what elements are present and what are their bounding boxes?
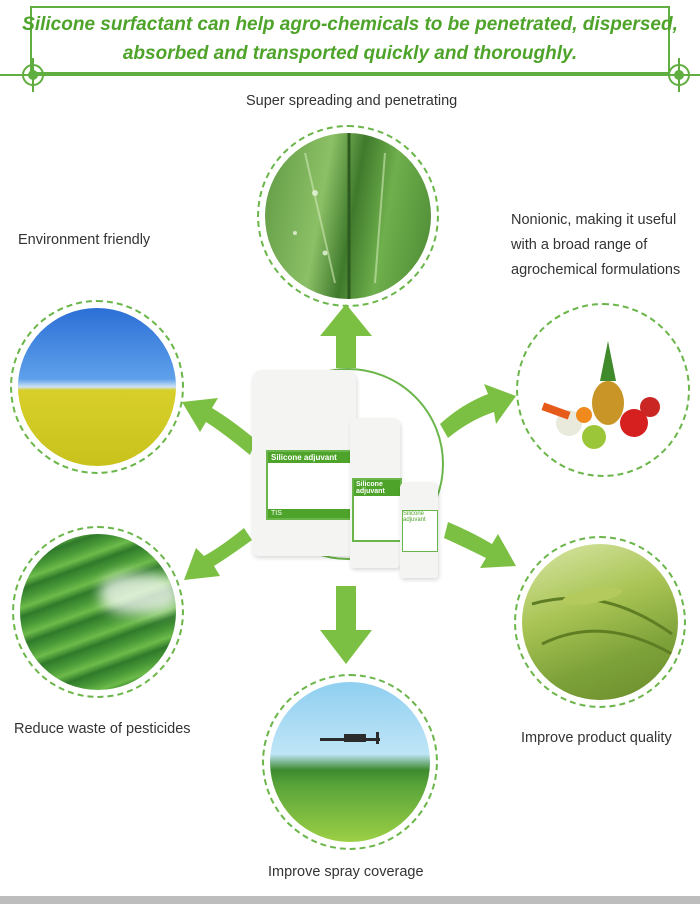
header-line-1: Silicone surfactant can help agro-chemic…: [22, 14, 678, 35]
arrow-up-icon: [320, 304, 372, 368]
leaves-image: [265, 133, 431, 299]
header-line-2: absorbed and transported quickly and tho…: [122, 43, 578, 64]
large-jerrycan-label: Silicone adjuvant TIS: [266, 450, 352, 520]
spray-plane-image: [270, 682, 430, 842]
small-bottle-label: Silicone adjuvant: [402, 510, 438, 552]
feature-label-quality: Improve product quality: [521, 730, 672, 746]
header-divider: [0, 74, 700, 76]
fruits-icon: [541, 341, 660, 449]
airplane-frame: [262, 674, 438, 850]
fruits-image: [524, 311, 682, 469]
bottom-bar: [0, 896, 700, 904]
arrow-right-down-icon: [444, 522, 516, 568]
rapeseed-field-image: [18, 308, 176, 466]
feature-label-nonionic: Nonionic, making it useful with a broad …: [511, 212, 681, 278]
crosshair-icon: [16, 58, 50, 92]
leaf-veins-icon: [293, 133, 386, 299]
arrow-down-icon: [320, 586, 372, 664]
large-jerrycan: Silicone adjuvant TIS: [252, 370, 356, 556]
feature-label-reduce-waste: Reduce waste of pesticides: [14, 721, 191, 737]
tea-field-image: [20, 534, 176, 690]
fruits-frame: [516, 303, 690, 477]
airplane-icon: [320, 732, 380, 744]
field-frame: [10, 300, 184, 474]
crosshair-icon: [662, 58, 696, 92]
header-banner: [30, 6, 670, 74]
tea-field-frame: [12, 526, 184, 698]
medium-bottle-label: Silicone adjuvant: [352, 478, 402, 542]
wheat-frame: [514, 536, 686, 708]
wheat-image: [522, 544, 678, 700]
arrow-left-up-icon: [182, 398, 256, 455]
header-title: Silicone surfactant can help agro-chemic…: [20, 10, 680, 68]
wheat-icon: [531, 587, 673, 656]
arrow-left-down-icon: [184, 528, 252, 580]
feature-label-environment: Environment friendly: [18, 232, 151, 248]
feature-label-spreading: Super spreading and penetrating: [246, 93, 458, 109]
medium-bottle: Silicone adjuvant: [350, 418, 402, 568]
small-bottle: Silicone adjuvant: [400, 482, 438, 578]
feature-label-spray: Improve spray coverage: [268, 864, 424, 880]
leaves-frame: [257, 125, 439, 307]
arrow-right-up-icon: [440, 384, 516, 438]
